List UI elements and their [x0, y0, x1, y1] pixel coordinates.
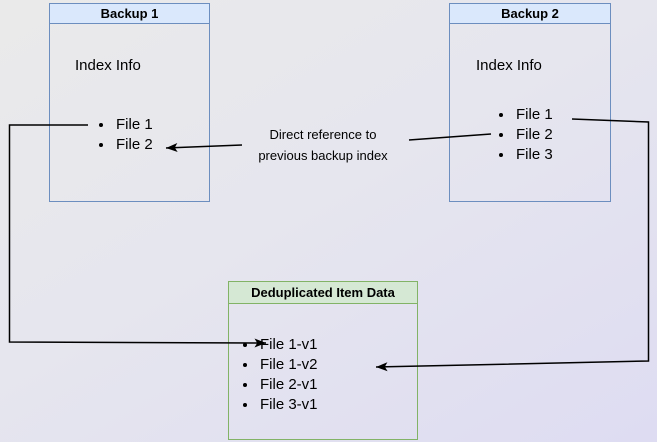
direct-reference-edge-label: Direct reference to previous backup inde…	[258, 127, 388, 163]
backup2-box: Backup 2 Index Info File 1 File 2 File 3	[449, 3, 611, 202]
backup1-title: Backup 1	[50, 4, 209, 24]
list-item: File 1-v1	[258, 335, 318, 355]
list-item: File 1-v2	[258, 355, 318, 375]
list-item: File 3-v1	[258, 395, 318, 415]
backup1-file-list: File 1 File 2	[97, 115, 153, 155]
dedup-file-list: File 1-v1 File 1-v2 File 2-v1 File 3-v1	[241, 335, 318, 415]
backup2-file-list: File 1 File 2 File 3	[497, 105, 553, 165]
backup2-index-info-label: Index Info	[476, 57, 542, 74]
dedup-box: Deduplicated Item Data File 1-v1 File 1-…	[228, 281, 418, 440]
backup1-index-info-label: Index Info	[75, 57, 141, 74]
list-item: File 2	[514, 125, 553, 145]
list-item: File 1	[514, 105, 553, 125]
list-item: File 1	[114, 115, 153, 135]
backup1-box: Backup 1 Index Info File 1 File 2	[49, 3, 210, 202]
backup2-title: Backup 2	[450, 4, 610, 24]
list-item: File 2	[114, 135, 153, 155]
list-item: File 3	[514, 145, 553, 165]
dedup-title: Deduplicated Item Data	[229, 282, 417, 304]
list-item: File 2-v1	[258, 375, 318, 395]
